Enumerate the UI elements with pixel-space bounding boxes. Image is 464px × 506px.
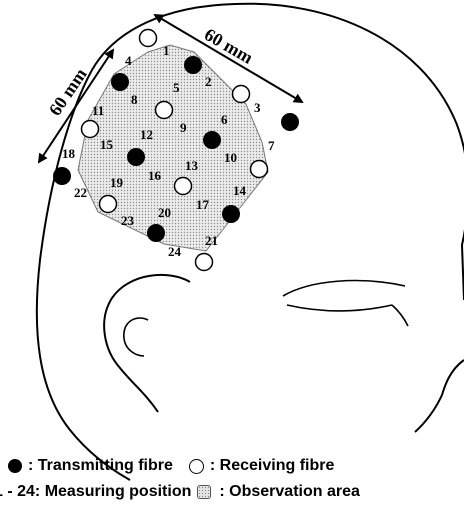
receiving-fibre-icon [189, 459, 204, 474]
measuring-position-4: 4 [125, 53, 132, 68]
measuring-position-8: 8 [131, 92, 138, 107]
transmitting-fibre [203, 131, 221, 149]
receiving-fibre [156, 102, 173, 119]
receiving-fibre [233, 86, 250, 103]
measuring-position-9: 9 [180, 120, 187, 135]
measuring-position-22: 22 [74, 185, 87, 200]
receiving-fibre [100, 196, 117, 213]
transmitting-fibre [147, 224, 165, 242]
transmitting-fibre [53, 167, 71, 185]
observation-area-icon [197, 485, 211, 499]
dimension-label-top: 60 mm [201, 24, 256, 68]
measuring-position-7: 7 [268, 138, 275, 153]
measuring-position-23: 23 [121, 213, 135, 228]
receiving-fibre [82, 121, 99, 138]
receiving-fibre [196, 254, 213, 271]
measuring-position-24: 24 [168, 244, 182, 259]
legend-row-fibres: : Transmitting fibre : Receiving fibre [8, 456, 334, 476]
legend-measuring-range: 1 - 24 [0, 483, 35, 501]
measuring-position-11: 11 [92, 103, 104, 118]
measuring-position-1: 1 [163, 43, 170, 58]
legend-receiving-label: : Receiving fibre [210, 457, 334, 475]
transmitting-fibre-icon [8, 459, 22, 473]
dimension-label-left: 60 mm [45, 65, 91, 120]
measuring-position-3: 3 [254, 100, 261, 115]
ear [104, 275, 190, 412]
measuring-position-19: 19 [110, 175, 124, 190]
transmitting-fibre [111, 73, 129, 91]
eye-lash [392, 305, 408, 326]
face-profile [415, 360, 464, 432]
eyelid [287, 305, 392, 311]
legend-observation-label: : Observation area [219, 483, 360, 501]
receiving-fibre [251, 161, 268, 178]
measuring-position-20: 20 [158, 205, 171, 220]
transmitting-fibre [222, 205, 240, 223]
eyebrow [283, 281, 405, 296]
legend-measuring-label: : Measuring position [35, 483, 191, 501]
transmitting-fibre [281, 113, 299, 131]
measuring-position-17: 17 [196, 197, 210, 212]
measuring-position-14: 14 [233, 183, 247, 198]
measuring-position-21: 21 [205, 233, 218, 248]
measuring-position-15: 15 [100, 137, 114, 152]
transmitting-fibre [127, 148, 145, 166]
measuring-position-12: 12 [140, 127, 153, 142]
legend-transmitting-label: : Transmitting fibre [28, 457, 173, 475]
transmitting-fibre [184, 56, 202, 74]
measuring-position-6: 6 [221, 112, 228, 127]
measuring-position-10: 10 [224, 150, 237, 165]
ear-inner [124, 318, 148, 356]
measuring-position-16: 16 [148, 168, 162, 183]
head-outline [37, 4, 464, 480]
receiving-fibre [175, 178, 192, 195]
measuring-position-13: 13 [185, 158, 199, 173]
receiving-fibre [140, 30, 157, 47]
legend-row-positions: 1 - 24 : Measuring position : Observatio… [0, 482, 360, 502]
measuring-position-18: 18 [62, 146, 76, 161]
measuring-position-2: 2 [205, 74, 212, 89]
measuring-position-5: 5 [173, 80, 180, 95]
